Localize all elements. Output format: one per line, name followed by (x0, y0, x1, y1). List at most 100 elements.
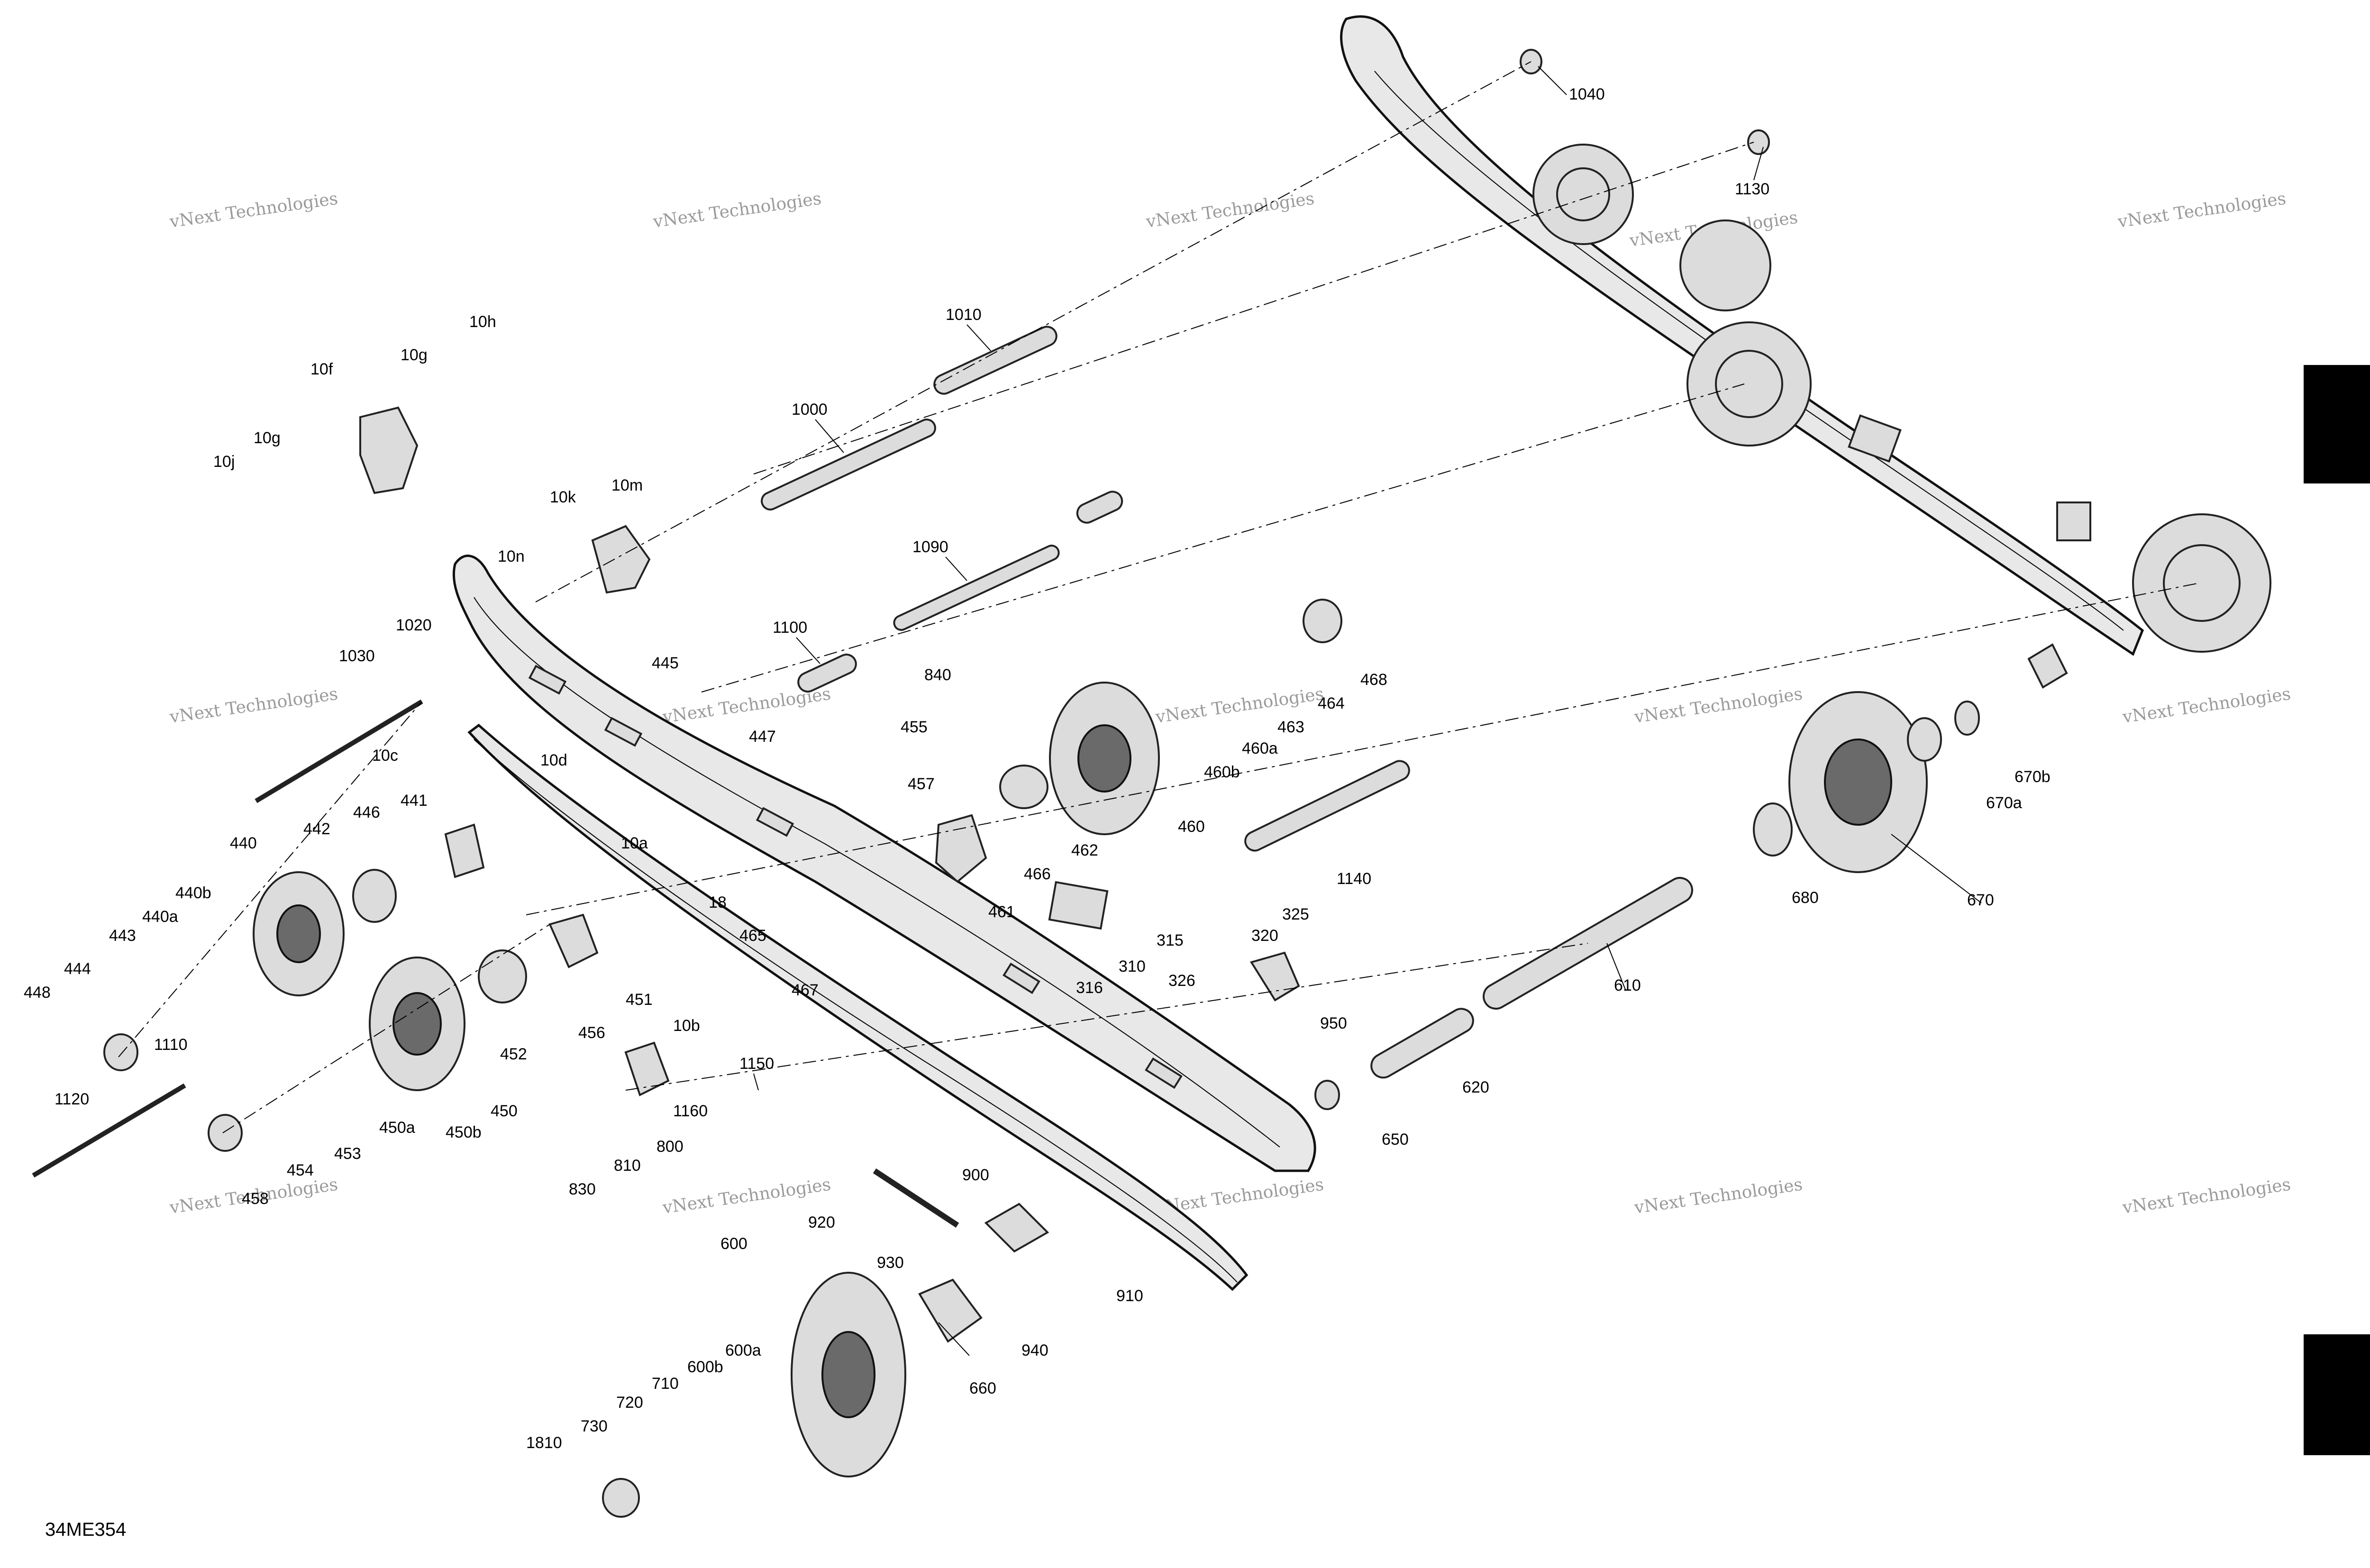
diagram-code: 34ME354 (45, 1519, 127, 1540)
callout-label: 10g (401, 346, 428, 364)
callout-label: 460b (1204, 763, 1240, 781)
watermark-text: vNext Technologies (661, 1175, 832, 1218)
wheel-450 (369, 957, 465, 1091)
damper-660 (918, 1278, 983, 1343)
sleeve-1100 (797, 653, 857, 693)
callout-label: 460a (1242, 739, 1278, 757)
callout-label: 940 (1021, 1341, 1048, 1359)
callout-label: 467 (792, 981, 819, 999)
cap-458 (208, 1114, 243, 1152)
washer-442 (352, 869, 397, 923)
callout-label: 448 (24, 984, 51, 1002)
callout-label: 610 (1614, 976, 1641, 994)
callout-label: 460 (1178, 818, 1205, 836)
callout-label: 620 (1462, 1078, 1489, 1096)
callout-label: 800 (656, 1138, 684, 1156)
watermark-text: vNext Technologies (168, 189, 339, 232)
callout-label: 446 (353, 803, 380, 821)
cap-1810 (602, 1478, 640, 1518)
callout-label: 10a (621, 834, 648, 852)
callout-label: 447 (749, 728, 776, 746)
section-tab-top (2304, 365, 2370, 483)
shafts (32, 326, 1693, 1228)
small-parts (103, 49, 2068, 1518)
callout-label: 450b (446, 1123, 482, 1141)
callout-label: 660 (969, 1379, 996, 1397)
callout-label: 457 (908, 775, 935, 793)
callout-label: 600a (725, 1341, 761, 1359)
callout-label: 466 (1024, 865, 1051, 883)
wheel-440 (253, 871, 345, 996)
callout-label: 670b (2014, 768, 2051, 786)
bracket-441 (444, 823, 485, 878)
callout-label: 840 (924, 666, 951, 684)
callout-label: 1020 (396, 616, 432, 634)
callout-label: 1140 (1337, 870, 1371, 888)
callout-label: 810 (614, 1157, 641, 1175)
callout-label: 450a (379, 1119, 415, 1137)
callout-label: 10k (550, 488, 576, 506)
callout-label: 440 (230, 834, 257, 852)
part-upper-right (2027, 643, 2068, 689)
callout-label: 445 (652, 654, 679, 672)
callout-label: 10h (469, 313, 496, 331)
callout-label: 1130 (1735, 180, 1769, 198)
washer-680 (1753, 802, 1793, 857)
watermark-text: vNext Technologies (1145, 189, 1316, 232)
callout-label: 730 (581, 1417, 608, 1435)
watermark-text: vNext Technologies (168, 684, 339, 728)
callout-label: 10c (372, 747, 398, 765)
tube-1010 (933, 326, 1057, 395)
washer-468 (1303, 599, 1342, 643)
callout-label: 10b (673, 1017, 700, 1035)
bracket-461 (935, 814, 987, 883)
callout-label: 930 (877, 1254, 904, 1272)
callout-label: 1040 (1569, 85, 1605, 103)
callout-label: 316 (1076, 979, 1103, 997)
callout-label: 650 (1382, 1130, 1409, 1149)
callout-label: 18 (709, 893, 727, 912)
watermark-text: vNext Technologies (2116, 189, 2288, 232)
callout-label: 462 (1071, 841, 1098, 859)
callout-label: 920 (808, 1213, 835, 1231)
tube-1140 (1244, 760, 1410, 852)
wheel-460 (1049, 682, 1160, 835)
bracket-451 (548, 913, 599, 968)
side-rail-10a (452, 555, 1316, 1172)
pin-920 (873, 1168, 959, 1228)
wheel-600 (791, 1272, 906, 1477)
callout-label: 461 (988, 903, 1015, 921)
watermark-text: vNext Technologies (2121, 1175, 2292, 1218)
callout-label: 1030 (339, 647, 375, 665)
callout-label: 453 (334, 1145, 361, 1163)
callout-label: 463 (1277, 718, 1304, 736)
callout-label: 451 (626, 991, 653, 1009)
tube-1000 (761, 419, 936, 511)
bracket-10f (359, 406, 419, 494)
callout-label: 464 (1318, 694, 1345, 712)
assembly-lines (118, 61, 2200, 1133)
callout-label: 670a (1986, 794, 2022, 812)
callout-label: 440b (175, 884, 211, 902)
callout-label: 670 (1967, 891, 1994, 909)
wheel-670 (1788, 691, 1928, 873)
callout-label: 450 (491, 1102, 518, 1120)
callout-label: 1090 (912, 538, 948, 556)
watermark-text: vNext Technologies (652, 189, 823, 232)
callout-label: 950 (1320, 1014, 1347, 1032)
bolt-1120 (32, 1083, 186, 1178)
callout-label: 1810 (526, 1434, 562, 1452)
callout-label: 440a (142, 908, 178, 926)
bracket-320 (1249, 951, 1300, 1002)
sleeve-1090-end (1076, 491, 1123, 524)
watermark-text: vNext Technologies (2121, 684, 2292, 728)
section-tab-bottom (2304, 1334, 2370, 1455)
callout-label: 325 (1282, 905, 1309, 923)
shaft-1090 (893, 545, 1060, 631)
callout-label: 1120 (55, 1090, 89, 1108)
slider-10b (467, 723, 1249, 1291)
callout-label: 326 (1168, 972, 1195, 990)
callout-label: 468 (1360, 671, 1387, 689)
callout-label: 441 (401, 792, 428, 810)
bracket-800 (624, 1041, 670, 1096)
